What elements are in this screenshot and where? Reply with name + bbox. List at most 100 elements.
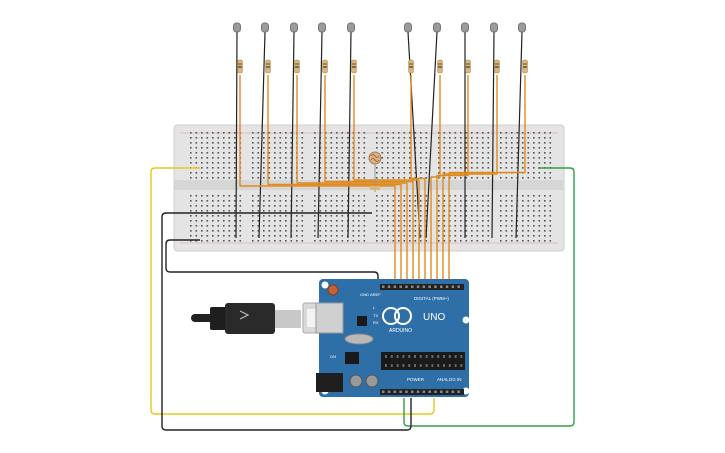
header-pin: [399, 390, 402, 393]
led: [404, 22, 412, 33]
on-label: ON: [330, 354, 336, 359]
header-pin: [457, 390, 460, 393]
chip-pin: [396, 355, 399, 358]
led: [461, 22, 469, 33]
chip-pin: [425, 355, 428, 358]
header-pin: [428, 390, 431, 393]
led-ground-wire: [258, 31, 266, 239]
l-label: L: [373, 305, 376, 310]
signal-wire: [410, 75, 426, 284]
chip-pin: [414, 355, 416, 358]
chip-pin: [448, 355, 451, 358]
header-pin: [422, 285, 426, 288]
chip-pin: [454, 355, 457, 358]
header-pin: [457, 285, 460, 288]
board-model-label: UNO: [423, 312, 445, 323]
chip-pin: [431, 355, 434, 358]
chip-pin: [443, 364, 445, 367]
header-pin: [451, 390, 455, 393]
header-pin: [422, 390, 426, 393]
led: [261, 22, 269, 33]
chip-pin: [425, 364, 428, 367]
header-pin: [416, 390, 420, 393]
chip-pin: [460, 364, 463, 367]
digital-header-label: DIGITAL (PWM~): [414, 296, 449, 301]
led-ground-wire: [235, 31, 238, 239]
analog-in-label: ANALOG IN: [437, 377, 462, 382]
header-pin: [440, 285, 443, 288]
wire-green-a0: [403, 167, 575, 427]
header-pin: [393, 285, 397, 288]
chip-pin: [390, 364, 393, 367]
gnd-label: GND: [360, 292, 369, 297]
wire-black-gnd-2: [165, 239, 379, 284]
chip-pin: [419, 355, 422, 358]
header-pin: [440, 390, 443, 393]
chip-pin: [437, 355, 440, 358]
breadboard[interactable]: [173, 124, 565, 252]
signal-wire: [324, 75, 414, 284]
chip-pin: [390, 355, 393, 358]
chip-pin: [460, 355, 463, 358]
photoresistor[interactable]: [368, 151, 382, 192]
arduino-board[interactable]: ARDUINO UNO DIGITAL (PWM~) POWER ANALOG …: [315, 279, 470, 397]
signal-wire: [296, 75, 408, 284]
header-pin: [382, 390, 385, 393]
chip-pin: [443, 355, 445, 358]
led-array: [233, 22, 528, 74]
led: [518, 22, 526, 33]
header-pin: [428, 285, 431, 288]
chip-pin: [385, 355, 387, 358]
led-ground-wire: [317, 31, 323, 239]
header-pin: [387, 390, 391, 393]
rx-label: RX: [373, 320, 379, 325]
board-brand-label: ARDUINO: [389, 328, 412, 334]
led: [233, 22, 241, 33]
led: [490, 22, 498, 33]
header-pin: [445, 285, 449, 288]
header-pin: [405, 390, 408, 393]
led: [318, 22, 326, 33]
led-ground-wire: [290, 31, 295, 239]
signal-wire: [436, 75, 469, 284]
power-label: POWER: [407, 377, 425, 382]
header-pin: [451, 285, 455, 288]
chip-pin: [396, 364, 399, 367]
chip-pin: [408, 355, 411, 358]
signal-wire: [267, 75, 402, 284]
led-ground-wire: [515, 31, 523, 239]
header-pin: [434, 390, 437, 393]
wire-black-gnd-1: [161, 212, 412, 431]
chip-pin: [454, 364, 457, 367]
chip-pin: [402, 355, 405, 358]
header-pin: [399, 285, 402, 288]
signal-wire: [239, 75, 396, 284]
header-pin: [445, 390, 449, 393]
wires: [150, 31, 575, 431]
led-ground-wire: [491, 31, 495, 239]
led: [290, 22, 298, 33]
led-ground-wire: [425, 31, 438, 239]
signal-wire: [448, 75, 526, 284]
chip-pin: [402, 364, 405, 367]
signal-wire: [442, 75, 498, 284]
chip-pin: [414, 364, 416, 367]
header-pin: [434, 285, 437, 288]
signal-wire: [430, 75, 441, 284]
led: [433, 22, 441, 33]
tx-label: TX: [373, 313, 378, 318]
chip-pin: [431, 364, 434, 367]
led: [347, 22, 355, 33]
chip-pin: [419, 364, 422, 367]
aref-label: AREF: [370, 292, 381, 297]
signal-wire: [353, 75, 420, 284]
header-pin: [393, 390, 397, 393]
header-pin: [411, 285, 414, 288]
header-pin: [387, 285, 391, 288]
wire-yellow-5v: [150, 167, 435, 415]
header-pin: [411, 390, 414, 393]
led-ground-wire: [347, 31, 352, 239]
chip-pin: [437, 364, 440, 367]
chip-pin: [408, 364, 411, 367]
